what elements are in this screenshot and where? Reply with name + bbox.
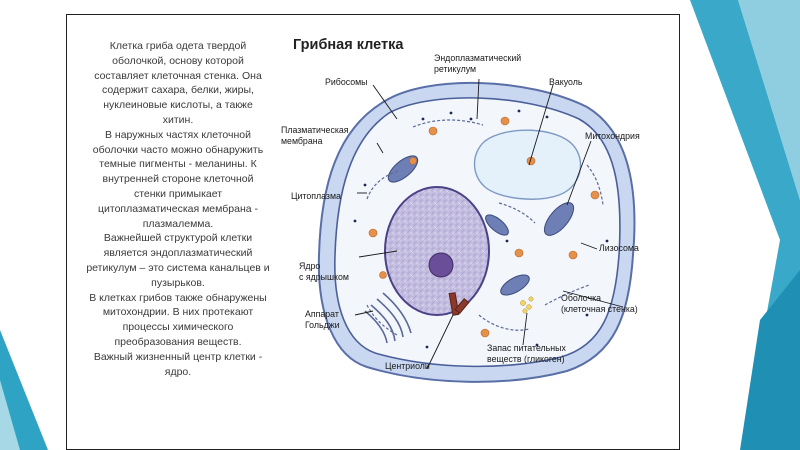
diagram-title: Грибная клетка (293, 37, 404, 53)
er-strands (366, 119, 604, 336)
mitochondrion-3 (500, 274, 530, 296)
label-er: Эндоплазматический ретикулум (434, 53, 522, 74)
mitochondrion-4 (485, 214, 509, 236)
nucleus (384, 186, 490, 316)
vacuole (473, 129, 582, 200)
label-ribosomes: Рибосомы (325, 77, 368, 87)
label-plasma-membrane: Плазматическая мембрана (281, 125, 349, 146)
centriole-2 (454, 298, 470, 314)
label-lysosome: Лизосома (599, 243, 639, 253)
body-text: Клетка гриба одета твердой оболочкой, ос… (86, 40, 270, 378)
deco-band-right-light (738, 0, 800, 200)
deco-band-left (0, 330, 48, 450)
label-cell-wall: Оболочка (клеточная стенка) (561, 293, 638, 314)
deco-band-right-bottom (740, 270, 800, 450)
deco-band-left-light (0, 380, 20, 450)
label-glycogen: Запас питательных веществ (гликоген) (487, 343, 566, 364)
label-nucleus: Ядро с ядрышком (299, 261, 349, 282)
fungal-cell-illustration (317, 78, 636, 383)
lysosomes (368, 116, 600, 338)
leader-lines (354, 78, 624, 370)
label-vacuole: Вакуоль (549, 77, 583, 87)
label-centrioles: Центриоли (385, 361, 430, 371)
label-mitochondria: Митохондрия (585, 131, 640, 141)
nucleolus (428, 252, 454, 278)
ribosomes (353, 109, 609, 349)
glycogen-granules (520, 296, 534, 314)
golgi-apparatus (364, 292, 412, 344)
label-cytoplasm: Цитоплазма (291, 191, 341, 201)
label-golgi: Аппарат Гольджи (305, 309, 340, 330)
content-frame: Клетка гриба одета твердой оболочкой, ос… (66, 14, 680, 450)
mitochondrion-2 (543, 202, 575, 236)
